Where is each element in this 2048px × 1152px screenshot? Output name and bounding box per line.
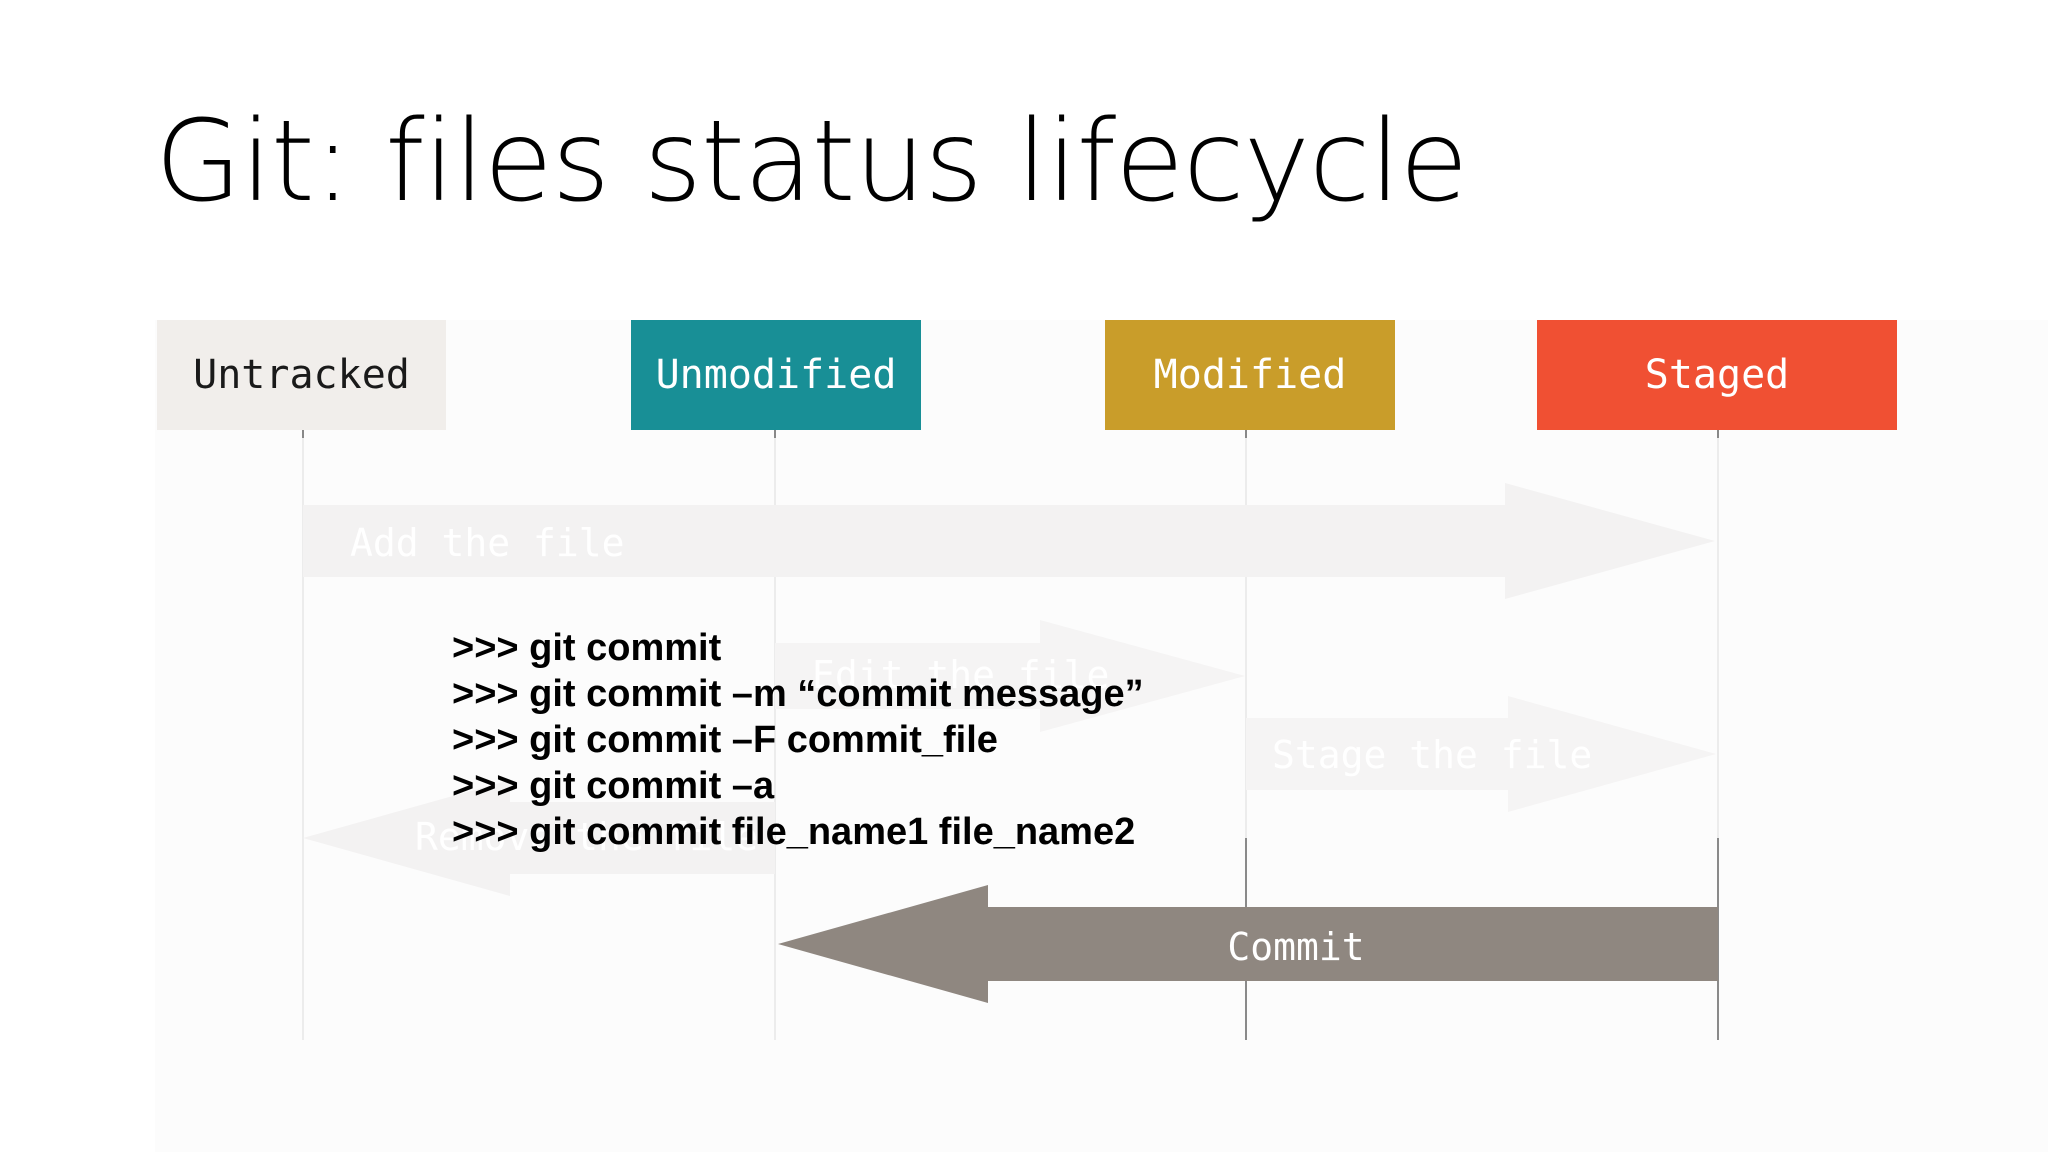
command-line: >>> git commit file_name1 file_name2 [452, 811, 1136, 853]
state-staged: Staged [1537, 320, 1897, 430]
state-modified: Modified [1105, 320, 1395, 430]
diagram-background [155, 320, 2048, 1152]
edit-file-arrow [775, 620, 1245, 732]
commit-command-list: >>> git commit >>> git commit –m “commit… [452, 625, 1144, 855]
commit-arrow-label: Commit [1227, 925, 1364, 969]
add-file-arrow-label: Add the file [350, 521, 625, 565]
stage-file-arrow [1246, 696, 1716, 812]
command-line: >>> git commit [452, 627, 722, 669]
state-untracked: Untracked [157, 320, 446, 430]
command-line: >>> git commit –a [452, 765, 775, 807]
command-line: >>> git commit –F commit_file [452, 719, 998, 761]
edit-file-arrow-label: Edit the file [812, 653, 1109, 697]
state-unmodified: Unmodified [631, 320, 921, 430]
remove-file-arrow-label: Remove the file [415, 815, 758, 859]
add-file-arrow [303, 483, 1715, 599]
slide-title: Git: files status lifecycle [155, 97, 1468, 227]
remove-file-arrow [303, 780, 775, 896]
commit-arrow [778, 885, 1718, 1003]
command-line: >>> git commit –m “commit message” [452, 673, 1144, 715]
stage-file-arrow-label: Stage the file [1272, 733, 1592, 777]
